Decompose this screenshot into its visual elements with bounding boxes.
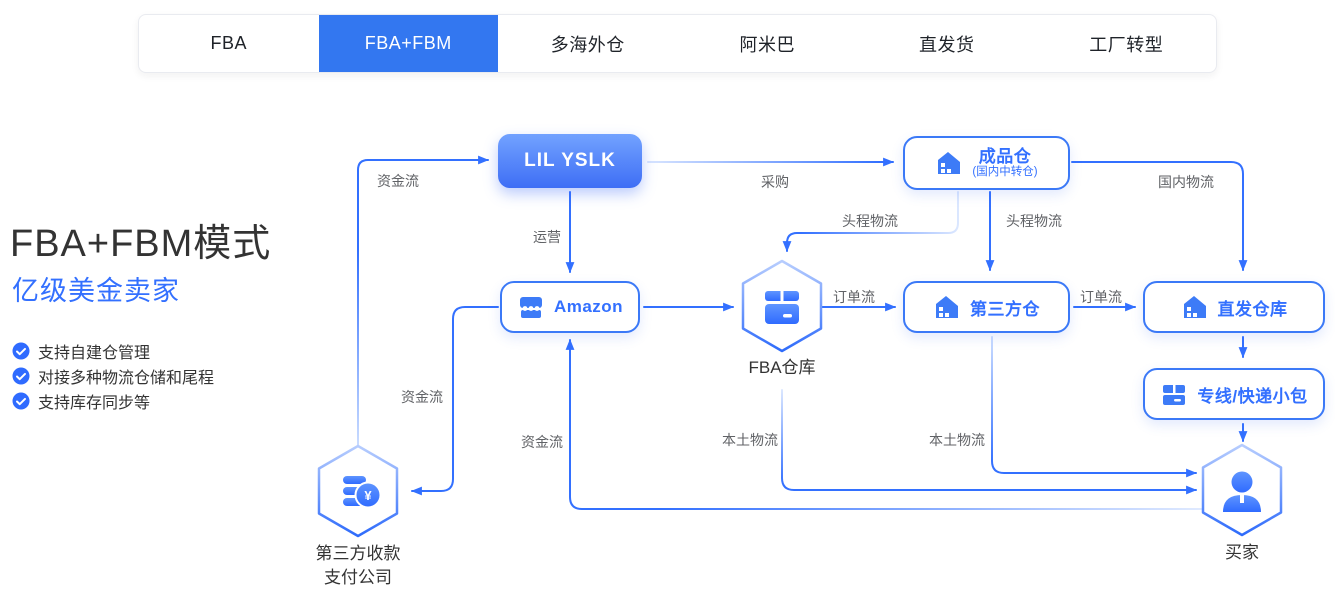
node-sublabel: (国内中转仓) — [972, 166, 1038, 179]
tab-amoeba[interactable]: 阿米巴 — [739, 34, 795, 55]
edge-funds-flow-amazon-to-payment — [410, 306, 499, 496]
package-icon — [765, 291, 799, 324]
edge-local-logistics-third-party-to-buyer — [991, 336, 1198, 478]
edge-label-order-flow-right: 订单流 — [1080, 289, 1122, 305]
edge-first-leg-finished-to-fba — [782, 191, 959, 253]
tab-multi-overseas-warehouse[interactable]: 多海外仓 — [550, 34, 625, 55]
tab-direct-shipping[interactable]: 直发货 — [919, 34, 975, 55]
storefront-icon — [519, 297, 542, 318]
edge-funds-flow-payment-to-lilyslk — [357, 155, 490, 451]
edge-label-funds-flow-left: 资金流 — [401, 389, 443, 405]
tab-bar: FBA FBA+FBM 多海外仓 阿米巴 直发货 工厂转型 — [138, 14, 1217, 73]
edge-label-funds-flow-middle: 资金流 — [521, 434, 563, 450]
edge-label-order-flow-left: 订单流 — [833, 289, 875, 305]
edge-domestic-logistics-finished-to-direct — [1071, 161, 1248, 272]
warehouse-icon — [938, 152, 961, 174]
payment-company-caption-line2: 支付公司 — [324, 568, 392, 587]
tab-fba-fbm[interactable]: FBA+FBM — [318, 15, 498, 72]
node-label: 专线/快递小包 — [1197, 386, 1308, 406]
edge-label-first-leg-right: 头程物流 — [1006, 213, 1062, 229]
person-icon — [1223, 471, 1261, 512]
feature-text: 支持库存同步等 — [38, 394, 151, 412]
node-label: 成品仓 — [978, 146, 1032, 166]
node-label: 第三方仓 — [970, 299, 1040, 319]
edge-funds-flow-buyer-to-amazon — [565, 338, 1217, 510]
node-buyer — [1201, 443, 1283, 537]
node-lil-yslk: LIL YSLK — [498, 134, 642, 188]
node-fba-warehouse — [741, 259, 823, 353]
edge-local-logistics-fba-to-buyer — [781, 389, 1198, 495]
node-label: Amazon — [553, 297, 624, 316]
edge-label-local-logistics-left: 本土物流 — [722, 432, 778, 448]
check-icon — [12, 392, 30, 409]
coins-icon: ¥ — [343, 476, 382, 509]
check-icon — [12, 367, 30, 384]
edge-label-first-leg-left: 头程物流 — [842, 213, 898, 229]
edge-label-operation: 运营 — [533, 229, 561, 245]
feature-text: 支持自建仓管理 — [38, 344, 151, 362]
tab-fba[interactable]: FBA — [210, 33, 247, 53]
fba-warehouse-caption: FBA仓库 — [748, 358, 816, 377]
edge-label-purchase: 采购 — [761, 174, 789, 190]
feature-item: 支持自建仓管理 — [12, 338, 214, 363]
edge-label-funds-flow-top: 资金流 — [377, 173, 419, 189]
node-label: LIL YSLK — [524, 150, 616, 171]
edge-label-local-logistics-right: 本土物流 — [929, 432, 985, 448]
node-direct-ship-warehouse: 直发仓库 — [1143, 281, 1325, 333]
feature-item: 支持库存同步等 — [12, 388, 214, 413]
node-finished-goods-warehouse: 成品仓 (国内中转仓) — [903, 136, 1070, 190]
edge-label-domestic-logistics: 国内物流 — [1158, 174, 1214, 190]
page-subtitle: 亿级美金卖家 — [12, 276, 180, 306]
package-icon — [1163, 385, 1186, 405]
tab-factory-transformation[interactable]: 工厂转型 — [1089, 34, 1164, 55]
warehouse-icon — [936, 296, 958, 318]
warehouse-icon — [1183, 296, 1206, 318]
buyer-caption: 买家 — [1225, 543, 1259, 562]
node-payment-company: ¥ — [317, 444, 399, 538]
node-third-party-warehouse: 第三方仓 — [903, 281, 1070, 333]
feature-list: 支持自建仓管理 对接多种物流仓储和尾程 支持库存同步等 — [12, 338, 214, 413]
check-icon — [12, 342, 30, 359]
payment-company-caption-line1: 第三方收款 — [315, 544, 401, 563]
yen-symbol: ¥ — [364, 488, 372, 503]
node-amazon: Amazon — [500, 281, 640, 333]
feature-item: 对接多种物流仓储和尾程 — [12, 363, 214, 388]
page-title: FBA+FBM模式 — [10, 223, 272, 265]
node-label: 直发仓库 — [1217, 299, 1288, 319]
feature-text: 对接多种物流仓储和尾程 — [38, 369, 215, 387]
node-express-line-parcel: 专线/快递小包 — [1143, 368, 1325, 420]
